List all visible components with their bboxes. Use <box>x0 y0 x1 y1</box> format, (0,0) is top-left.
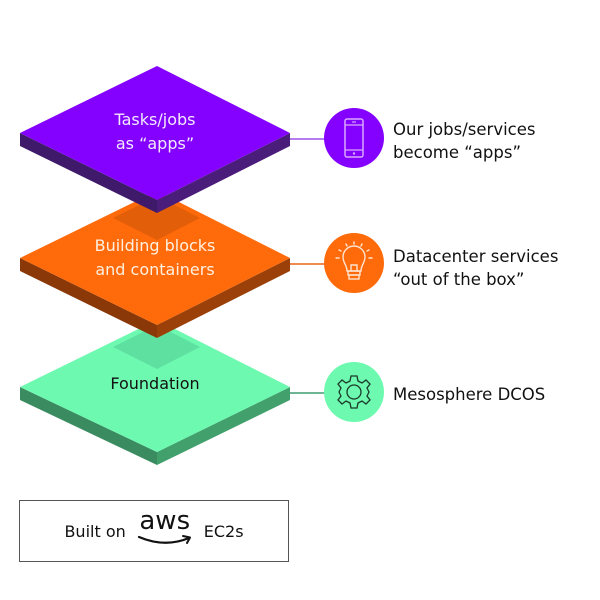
label-line: Tasks/jobs <box>114 110 196 129</box>
description-line: Our jobs/services <box>393 120 536 139</box>
layer-label-foundation: Foundation <box>45 372 265 396</box>
smartphone-icon-badge <box>324 108 384 168</box>
description-tasks: Our jobs/services become “apps” <box>393 118 535 164</box>
label-line: Foundation <box>110 374 200 393</box>
foundation-side-right <box>157 387 290 465</box>
tasks-top <box>20 66 290 200</box>
foundation-side-left <box>20 387 157 465</box>
aws-logo: aws <box>136 508 194 546</box>
connector-building-blocks <box>290 263 326 265</box>
description-line: “out of the box” <box>393 270 525 289</box>
built-on-aws-box: Built on aws EC2s <box>19 500 289 562</box>
building-blocks-side-right <box>157 258 290 338</box>
aws-logo-text: aws <box>139 506 191 536</box>
ec2s-label: EC2s <box>203 521 244 541</box>
tasks-side-right <box>157 133 290 213</box>
smartphone-icon <box>344 118 364 158</box>
label-line: and containers <box>95 260 215 279</box>
building-blocks-top <box>20 191 290 325</box>
lightbulb-icon-badge <box>324 233 384 293</box>
connector-foundation <box>290 392 326 394</box>
description-building-blocks: Datacenter services “out of the box” <box>393 245 558 291</box>
built-on-label: Built on <box>64 521 126 541</box>
aws-smile-arrow-icon <box>137 535 191 544</box>
tasks-side-left <box>20 133 157 213</box>
description-line: become “apps” <box>393 143 522 162</box>
description-line: Datacenter services <box>393 247 559 266</box>
building-blocks-side-left <box>20 258 157 338</box>
lightbulb-icon <box>335 241 373 280</box>
layer-label-tasks: Tasks/jobs as “apps” <box>45 108 265 156</box>
gear-icon <box>337 375 371 409</box>
foundation-shadow <box>113 325 200 369</box>
gear-icon-badge <box>324 362 384 422</box>
description-foundation: Mesosphere DCOS <box>393 383 545 406</box>
layer-tasks-jobs <box>20 66 290 213</box>
building-blocks-shadow <box>113 196 200 240</box>
layer-label-building-blocks: Building blocks and containers <box>45 234 265 282</box>
foundation-top <box>20 320 290 452</box>
connector-tasks <box>290 138 326 140</box>
layer-building-blocks <box>20 191 290 338</box>
layer-foundation <box>20 320 290 465</box>
label-line: Building blocks <box>94 236 216 255</box>
label-line: as “apps” <box>115 134 195 153</box>
description-line: Mesosphere DCOS <box>393 385 546 404</box>
